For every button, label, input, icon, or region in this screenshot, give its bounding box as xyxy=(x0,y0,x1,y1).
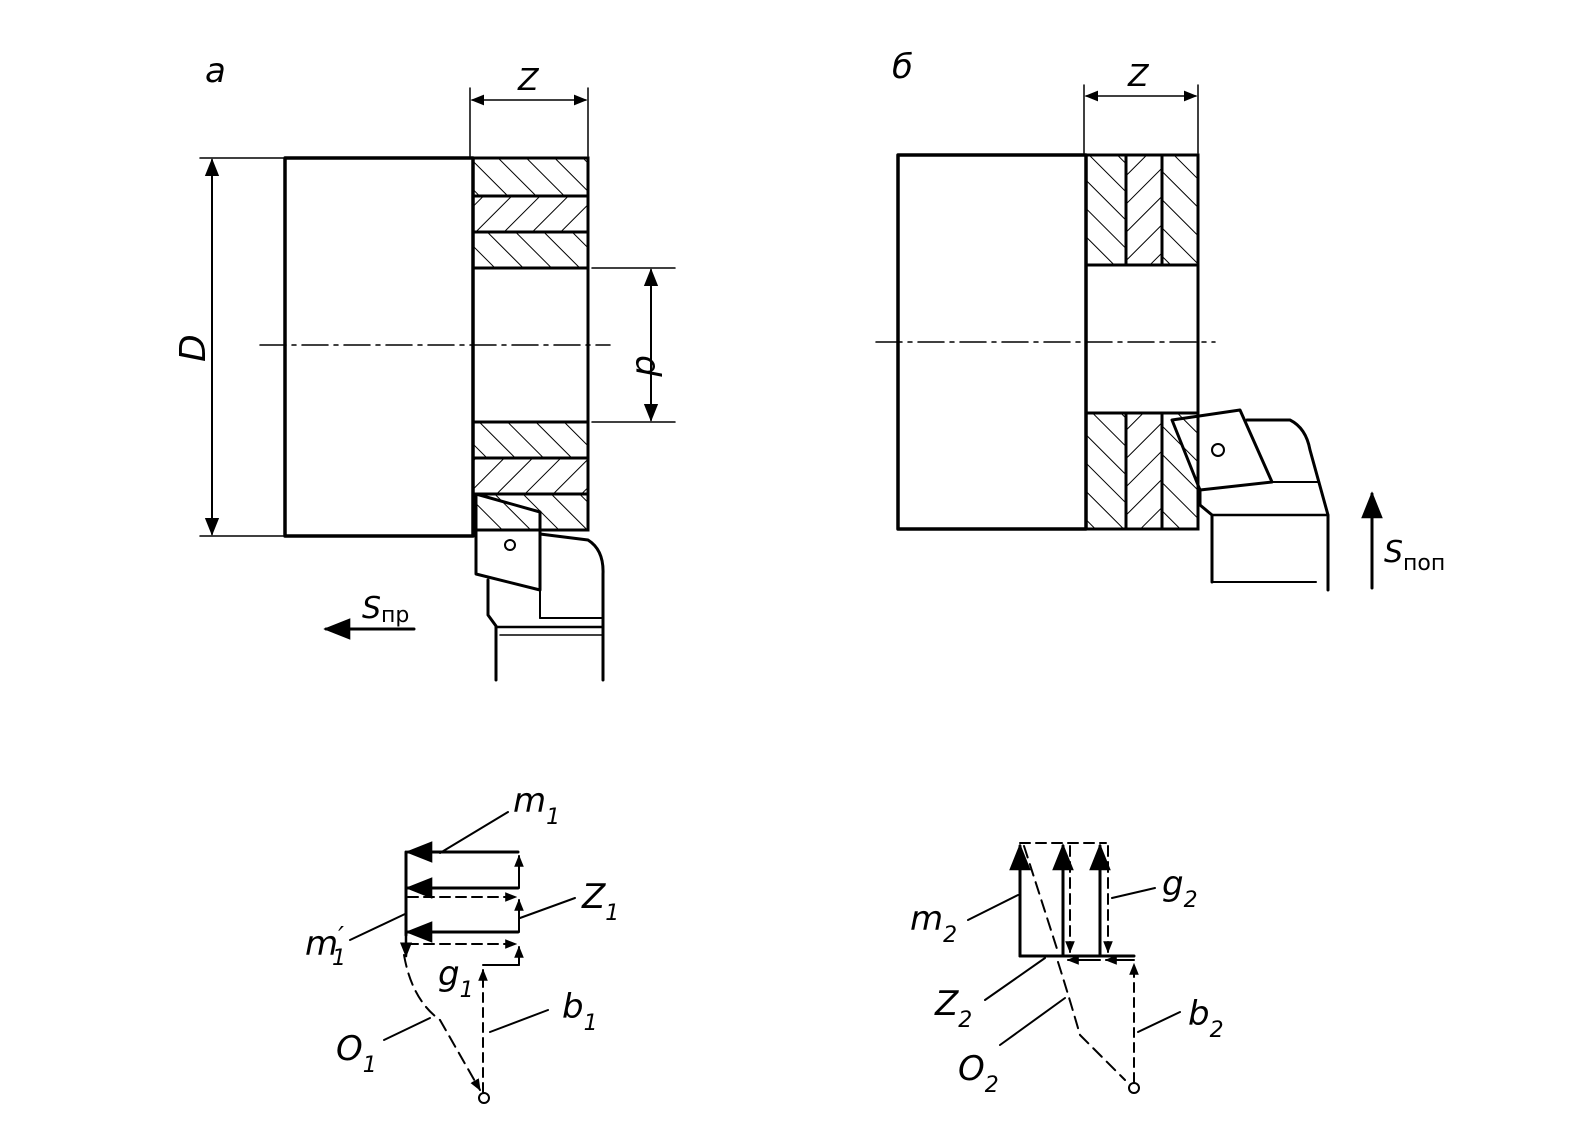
svg-text:g2: g2 xyxy=(1162,864,1198,913)
ring-top-a xyxy=(471,156,590,270)
dimension-z-a: Z xyxy=(469,63,589,157)
svg-text:Z2: Z2 xyxy=(934,984,972,1033)
label-g1: g xyxy=(438,954,460,994)
start-point-b xyxy=(1128,1082,1140,1094)
label-b2: b xyxy=(1188,994,1210,1034)
feed-arrow-cross: Sпоп xyxy=(1361,491,1445,590)
svg-text:O2: O2 xyxy=(958,1049,999,1098)
svg-text:Sпоп: Sпоп xyxy=(1384,535,1445,576)
label-m2: m xyxy=(910,899,943,939)
cutting-tool-b xyxy=(1170,408,1330,592)
ring-bottom-b xyxy=(1084,411,1200,531)
dimension-outer-diameter-label: D xyxy=(173,334,214,362)
tool-path-b: m2 g2 Z2 b2 O2 xyxy=(910,842,1224,1098)
feed-longitudinal-subscript: пр xyxy=(381,603,409,628)
label-m1-prime: m xyxy=(305,924,338,964)
label-g2-sub: 2 xyxy=(1184,888,1198,913)
label-g1-sub: 1 xyxy=(460,978,474,1003)
label-z2-sub: 2 xyxy=(958,1008,972,1033)
insert-screw-b xyxy=(1211,443,1225,457)
svg-text:m2: m2 xyxy=(910,899,957,948)
dimension-inner-diameter-label: d xyxy=(627,355,667,377)
dimension-outer-diameter: D xyxy=(173,157,284,537)
cutting-tool-a xyxy=(474,492,605,682)
label-g2: g xyxy=(1162,864,1184,904)
feed-longitudinal-symbol: S xyxy=(362,591,381,626)
svg-text:O1: O1 xyxy=(336,1029,377,1078)
bore-b xyxy=(1084,263,1200,415)
insert-screw-a xyxy=(504,539,516,551)
label-o2-sub: 2 xyxy=(985,1073,999,1098)
label-z1-sub: 1 xyxy=(605,901,619,926)
svg-text:m′1: m′1 xyxy=(305,922,346,971)
feed-cross-subscript: поп xyxy=(1403,551,1445,576)
panel-b: б Z xyxy=(875,47,1445,592)
panel-b-label: б xyxy=(892,47,913,87)
feed-arrow-longitudinal: Sпр xyxy=(323,591,416,640)
ring-top-b xyxy=(1084,153,1200,267)
svg-text:m1: m1 xyxy=(513,781,560,830)
label-z1: Z xyxy=(581,877,606,917)
dimension-inner-diameter: d xyxy=(591,267,676,423)
workpiece-body-a xyxy=(283,156,475,538)
label-m1-prime-sub: 1 xyxy=(332,946,346,971)
ring-bottom-a xyxy=(471,420,590,532)
label-m2-sub: 2 xyxy=(943,923,957,948)
label-o1: O xyxy=(336,1029,363,1069)
label-m1: m xyxy=(513,781,546,821)
label-z2: Z xyxy=(934,984,959,1024)
svg-text:b1: b1 xyxy=(562,987,598,1036)
dimension-z-a-label: Z xyxy=(517,63,540,98)
svg-text:Sпр: Sпр xyxy=(362,591,409,628)
feed-cross-symbol: S xyxy=(1384,535,1403,570)
panel-a-label: а xyxy=(205,51,226,91)
svg-text:Z1: Z1 xyxy=(581,877,619,926)
label-m1-sub: 1 xyxy=(546,805,560,830)
label-m1-prime-mark: ′ xyxy=(338,922,344,952)
label-b1: b xyxy=(562,987,584,1027)
label-b1-sub: 1 xyxy=(584,1011,598,1036)
label-o2: O xyxy=(958,1049,985,1089)
dimension-z-b-label: Z xyxy=(1127,59,1150,94)
label-o1-sub: 1 xyxy=(363,1053,377,1078)
label-b2-sub: 2 xyxy=(1210,1018,1224,1043)
start-point-a xyxy=(478,1092,490,1104)
svg-text:g1: g1 xyxy=(438,954,474,1003)
svg-text:b2: b2 xyxy=(1188,994,1224,1043)
dimension-z-b: Z xyxy=(1083,59,1199,154)
panel-a: а Z D xyxy=(173,51,676,682)
tool-path-a: m1 Z1 m′1 g1 b1 O1 xyxy=(305,781,619,1104)
